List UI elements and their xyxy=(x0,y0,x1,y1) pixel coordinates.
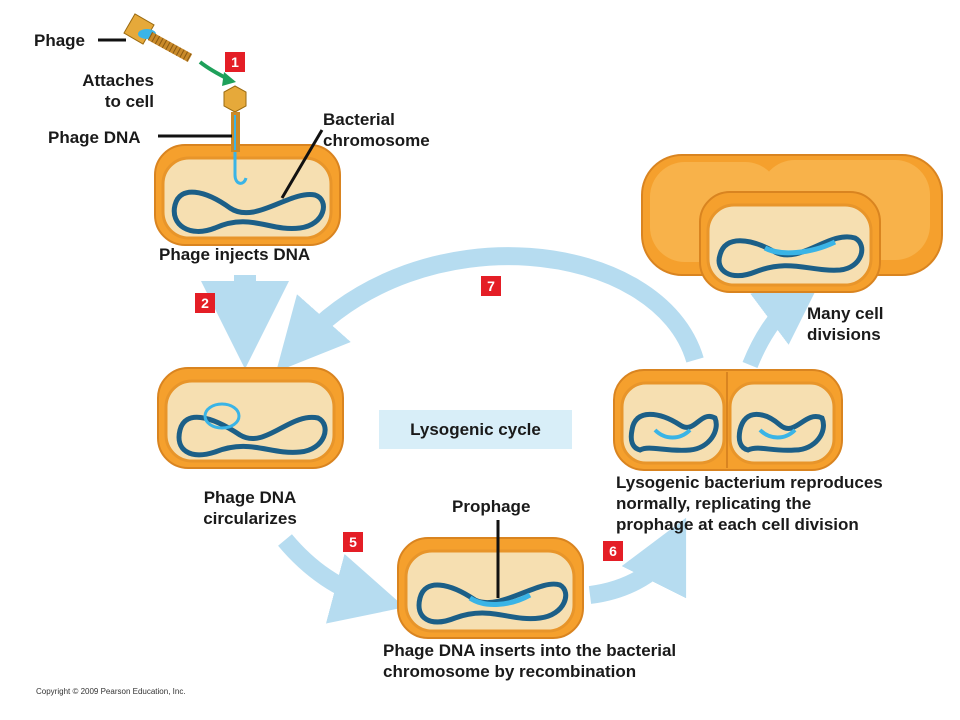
label-prophage: Prophage xyxy=(452,497,531,516)
step-7-badge: 7 xyxy=(481,276,501,296)
label-phage: Phage xyxy=(34,31,86,50)
label-injects: Phage injects DNA xyxy=(159,245,311,264)
cell-prophage xyxy=(397,537,584,639)
cell-inject xyxy=(154,85,341,246)
step-2-badge: 2 xyxy=(195,293,215,313)
step-1-badge: 1 xyxy=(225,52,245,72)
arrow-to-reproduce xyxy=(588,517,687,604)
free-phage xyxy=(123,13,193,62)
arrow-cycle-back xyxy=(276,247,704,372)
label-reproduces: Lysogenic bacterium reproduces normally,… xyxy=(616,473,883,534)
cell-dividing xyxy=(613,369,843,471)
label-circularizes: Phage DNA circularizes xyxy=(203,488,297,528)
lysogenic-cycle-title: Lysogenic cycle xyxy=(379,410,572,449)
label-inserts: Phage DNA inserts into the bacterial chr… xyxy=(383,641,677,681)
label-attaches: Attaches to cell xyxy=(82,71,154,111)
cell-circularize xyxy=(157,367,344,469)
copyright: Copyright © 2009 Pearson Education, Inc. xyxy=(36,687,186,696)
label-divisions: Many cell divisions xyxy=(807,304,884,344)
arrow-to-prophage xyxy=(278,534,405,624)
arrow-to-divisions xyxy=(742,280,821,369)
leader-chromosome xyxy=(280,129,324,199)
label-phage-dna: Phage DNA xyxy=(48,128,141,147)
label-bacterial-chromosome: Bacterial chromosome xyxy=(323,110,430,150)
step-5-badge: 5 xyxy=(343,532,363,552)
step-6-badge: 6 xyxy=(603,541,623,561)
cell-divided-front xyxy=(699,191,881,293)
